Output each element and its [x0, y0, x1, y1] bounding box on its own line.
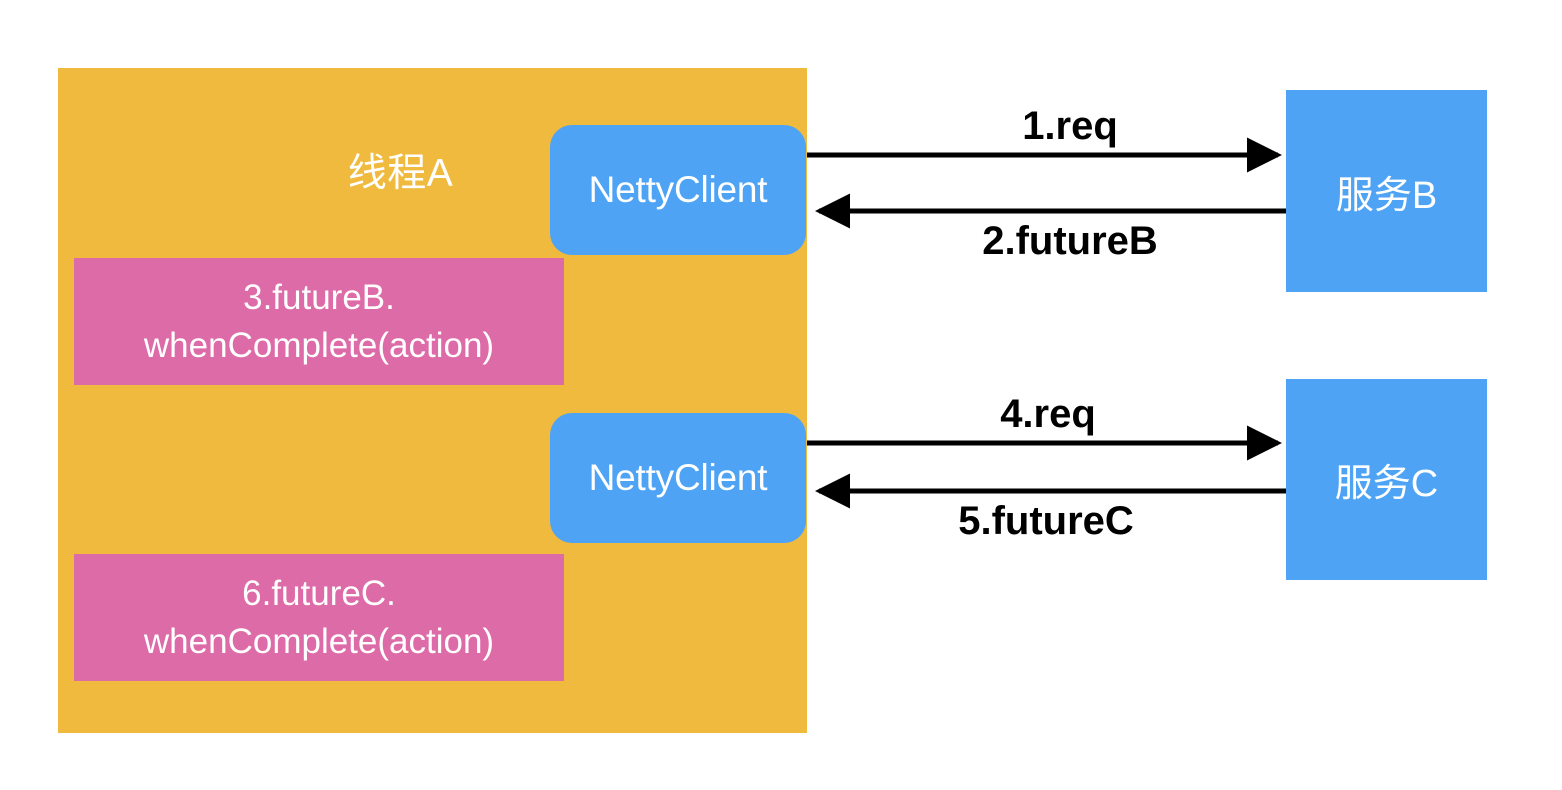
service-node-b: 服务B [1286, 90, 1487, 292]
netty-client-node-2: NettyClient [550, 413, 806, 543]
action-node-future-c-line1: 6.futureC. [242, 573, 396, 613]
arrow-label-req-c: 4.req [1000, 392, 1096, 436]
action-node-future-b: 3.futureB. whenComplete(action) [74, 258, 564, 385]
service-node-c: 服务C [1286, 379, 1487, 580]
arrow-label-future-b: 2.futureB [982, 219, 1158, 263]
arrow-label-future-c: 5.futureC [958, 499, 1134, 543]
action-node-future-c: 6.futureC. whenComplete(action) [74, 554, 564, 681]
action-node-future-b-line1: 3.futureB. [243, 277, 395, 317]
netty-client-node-1: NettyClient [550, 125, 806, 255]
action-node-future-c-line2: whenComplete(action) [143, 621, 495, 661]
action-node-future-b-line2: whenComplete(action) [143, 325, 495, 365]
arrow-label-req-b: 1.req [1022, 104, 1118, 148]
thread-label: 线程A [347, 152, 454, 195]
